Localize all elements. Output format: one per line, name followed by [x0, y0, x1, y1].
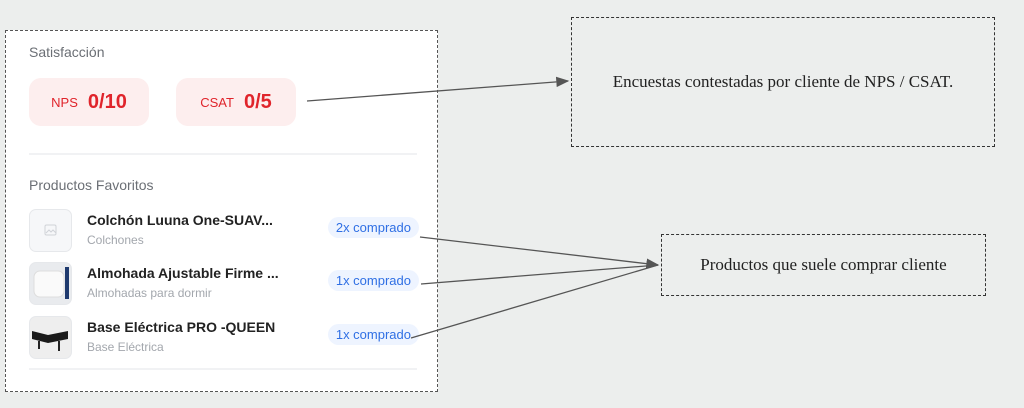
arrow: [419, 236, 660, 269]
nps-value: 0/10: [87, 90, 127, 113]
product-item[interactable]: Colchón Luuna One-SUAV... Colchones 2x c…: [29, 209, 419, 253]
satisfaction-heading: Satisfacción: [29, 44, 105, 60]
bed-base-image: [29, 316, 72, 359]
image-placeholder-icon: [29, 209, 72, 252]
purchase-count-badge: 2x comprado: [327, 217, 419, 238]
arrow: [306, 76, 570, 102]
product-name: Colchón Luuna One-SUAV...: [87, 212, 273, 228]
product-category: Base Eléctrica: [87, 340, 164, 354]
product-name: Base Eléctrica PRO -QUEEN: [87, 319, 276, 335]
product-category: Almohadas para dormir: [87, 286, 212, 300]
product-category: Colchones: [87, 233, 144, 247]
csat-label: CSAT: [200, 94, 234, 110]
csat-value: 0/5: [243, 90, 272, 113]
divider: [29, 153, 417, 155]
product-name: Almohada Ajustable Firme ...: [87, 265, 279, 281]
arrow: [410, 264, 659, 339]
surveys-annotation: Encuestas contestadas por cliente de NPS…: [571, 17, 995, 147]
pillow-image: [29, 262, 72, 305]
divider: [29, 368, 417, 370]
nps-label: NPS: [51, 94, 78, 110]
purchase-count-badge: 1x comprado: [327, 324, 419, 345]
csat-score: CSAT 0/5: [176, 78, 296, 126]
product-item[interactable]: Base Eléctrica PRO -QUEEN Base Eléctrica…: [29, 316, 419, 360]
nps-score: NPS 0/10: [29, 78, 149, 126]
customer-panel: Satisfacción NPS 0/10 CSAT 0/5 Productos F…: [5, 30, 438, 392]
favorites-heading: Productos Favoritos: [29, 177, 154, 193]
products-annotation: Productos que suele comprar cliente: [661, 234, 986, 296]
purchase-count-badge: 1x comprado: [327, 270, 419, 291]
product-item[interactable]: Almohada Ajustable Firme ... Almohadas p…: [29, 262, 419, 306]
arrow: [420, 264, 659, 285]
